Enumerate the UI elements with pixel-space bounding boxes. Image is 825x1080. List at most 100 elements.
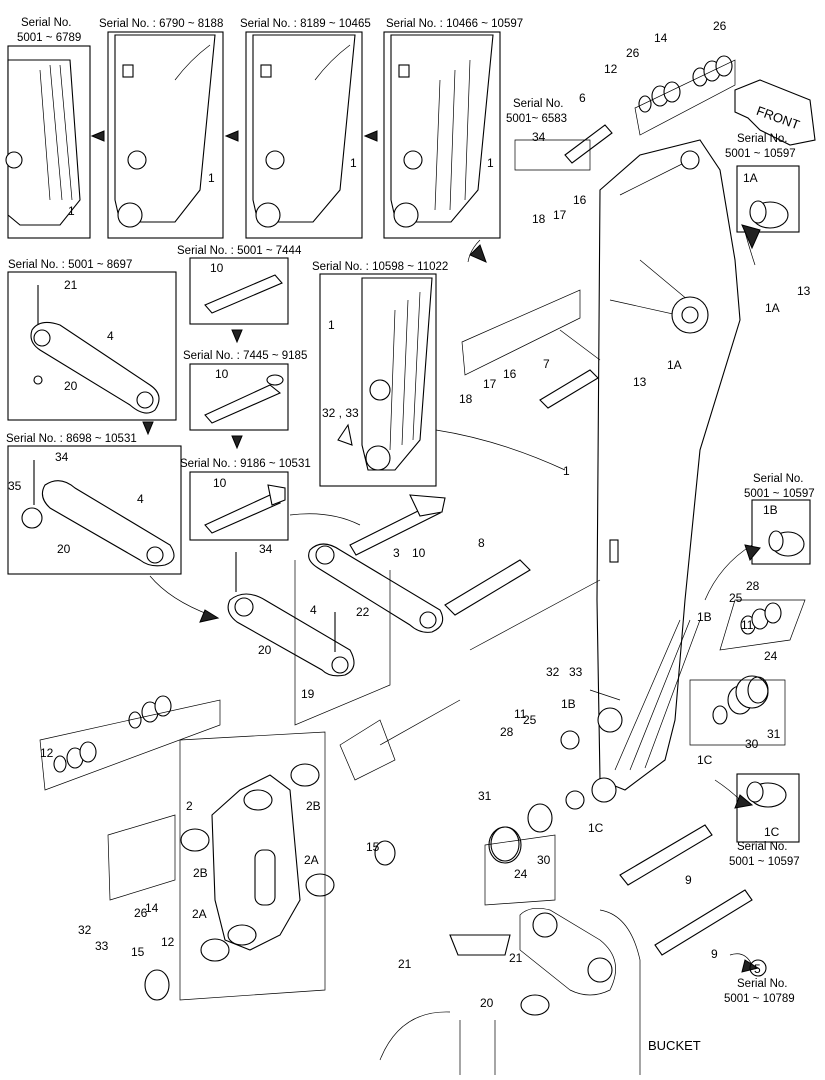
- callout: 20: [480, 996, 494, 1010]
- callout: 31: [767, 727, 781, 741]
- callout: 1C: [764, 825, 780, 839]
- callout: 1: [328, 318, 335, 332]
- callout: 33: [569, 665, 583, 679]
- serial-range: Serial No. : 7445 ~ 9185: [183, 350, 307, 362]
- callout: 18: [532, 212, 546, 226]
- callout: 15: [131, 945, 145, 959]
- serial-range: Serial No. : 9186 ~ 10531: [180, 458, 311, 470]
- callout: 32: [546, 665, 560, 679]
- serial-range: 5001 ~ 10597: [744, 488, 815, 500]
- retaining-ring-15-a: [374, 840, 396, 866]
- callout: 34: [532, 130, 546, 144]
- callout: 2B: [306, 799, 321, 813]
- callout: 19: [301, 687, 315, 701]
- inset-bushing-1c: [736, 773, 800, 843]
- callout: 2A: [192, 907, 207, 921]
- callout: 11: [514, 707, 527, 721]
- callout: 34: [259, 542, 273, 556]
- arrow-icon: [224, 130, 239, 142]
- callout: 30: [745, 737, 759, 751]
- inset-bushing-1a: [736, 165, 800, 233]
- seal-stack-left: [53, 695, 172, 773]
- callout: 20: [64, 379, 78, 393]
- serial-label: Serial No.: [21, 17, 72, 29]
- serial-range: Serial No. : 5001 ~ 8697: [8, 259, 132, 271]
- front-arrow: [734, 79, 816, 146]
- callout: 4: [310, 603, 317, 617]
- callout: 1: [350, 156, 357, 170]
- link-4-main: [227, 552, 355, 677]
- callout: 1: [487, 156, 494, 170]
- serial-range: Serial No. : 6790 ~ 8188: [99, 18, 223, 30]
- callout: 2B: [193, 866, 208, 880]
- callout: 8: [478, 536, 485, 550]
- pin-8: [444, 559, 531, 616]
- serial-label: Serial No.: [513, 98, 564, 110]
- serial-range: 5001 ~ 10789: [724, 993, 795, 1005]
- callout: 25: [523, 713, 537, 727]
- arrow-icon: [90, 130, 105, 142]
- callout: 1: [208, 171, 215, 185]
- callout: 1C: [588, 821, 604, 835]
- inset-arm-6790-8188: [107, 31, 224, 239]
- serial-range: Serial No. : 8698 ~ 10531: [6, 433, 137, 445]
- callout: 1: [68, 204, 75, 218]
- arrow-icon: [363, 130, 378, 142]
- callout: 12: [40, 746, 54, 760]
- arrow-icon: [741, 224, 761, 250]
- arrow-icon: [231, 329, 243, 344]
- callout: 1B: [763, 503, 778, 517]
- callout: 11: [741, 618, 754, 632]
- bucket-label: BUCKET: [648, 1038, 701, 1053]
- callout: 10: [213, 476, 227, 490]
- arrow-icon: [199, 609, 220, 623]
- retaining-ring-15-b: [144, 969, 170, 1001]
- pin-10-main: [349, 494, 446, 556]
- callout: 2: [186, 799, 193, 813]
- callout: 10: [412, 546, 426, 560]
- callout: 20: [57, 542, 71, 556]
- callout: 2A: [304, 853, 319, 867]
- callout: 20: [258, 643, 272, 657]
- callout: 1: [563, 464, 570, 478]
- inset-pin-10-5001-7444: [189, 257, 289, 325]
- inset-arm-10598-11022: [319, 273, 437, 487]
- serial-range: 5001 ~ 10597: [725, 148, 796, 160]
- callout: 28: [500, 725, 514, 739]
- main-arm: [591, 139, 741, 803]
- pin-6: [564, 124, 613, 164]
- callout: 24: [514, 867, 528, 881]
- callout: 9: [711, 947, 718, 961]
- callout: 1A: [743, 171, 758, 185]
- link-3: [308, 543, 444, 633]
- serial-range: Serial No. : 8189 ~ 10465: [240, 18, 371, 30]
- arrow-icon: [744, 544, 761, 562]
- callout: 13: [797, 284, 811, 298]
- serial-label: Serial No.: [737, 841, 788, 853]
- part-callouts: 1 1 1 1 1 1 2 3 4 4 4 6 7 8 9 9 10 10 10…: [8, 19, 811, 1010]
- callout: 22: [356, 605, 370, 619]
- callout: 1C: [697, 753, 713, 767]
- callout: 28: [746, 579, 760, 593]
- callout: 9: [685, 873, 692, 887]
- arrow-icon: [469, 244, 487, 263]
- callout: 12: [161, 935, 175, 949]
- callout: 1B: [561, 697, 576, 711]
- callout: 31: [478, 789, 492, 803]
- callout: 21: [509, 951, 523, 965]
- callout: 1A: [765, 301, 780, 315]
- callout: 25: [729, 591, 743, 605]
- serial-range: 5001 ~ 6789: [17, 32, 81, 44]
- callout: 4: [107, 329, 114, 343]
- serial-range: Serial No. : 10598 ~ 11022: [312, 261, 448, 273]
- bucket-outline: [379, 908, 641, 1075]
- callout: 26: [626, 46, 640, 60]
- pin-9-lower: [654, 889, 753, 956]
- callout: 32 , 33: [322, 406, 359, 420]
- callout: 14: [654, 31, 668, 45]
- callout: 21: [398, 957, 412, 971]
- callout: 15: [366, 840, 380, 854]
- inset-link-8698-10531: [7, 445, 182, 575]
- inset-link-5001-8697: [7, 271, 177, 421]
